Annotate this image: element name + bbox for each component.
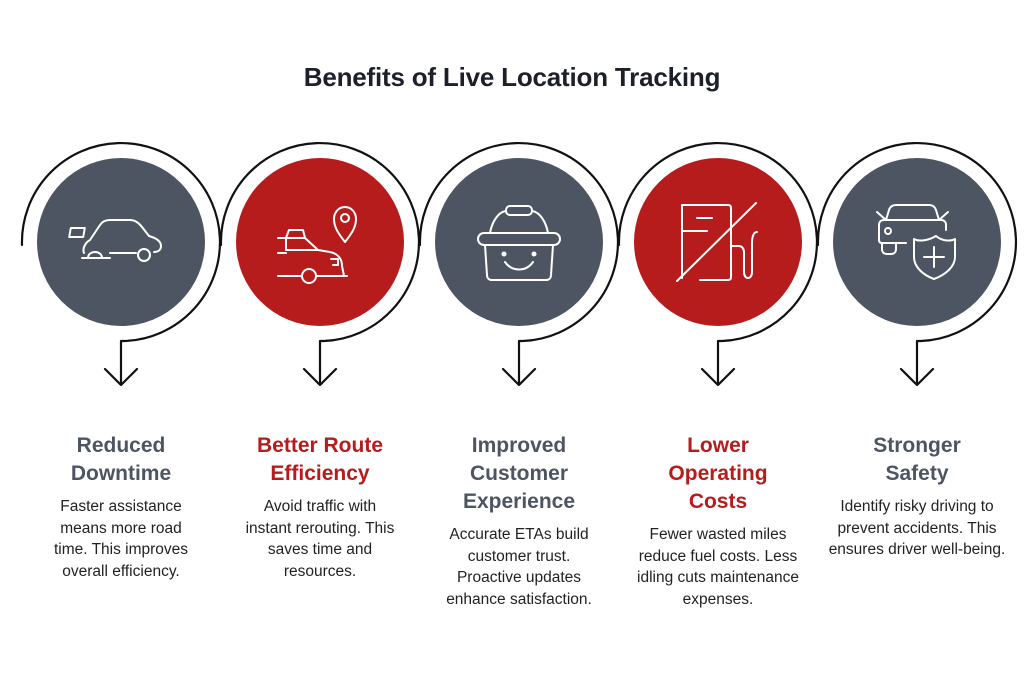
arrow-head-2 — [302, 367, 338, 387]
heading-line: Improved — [471, 434, 567, 457]
benefit-description: Fewer wasted miles reduce fuel costs. Le… — [637, 526, 799, 608]
car-breakdown-icon — [68, 219, 162, 262]
arrow-head-5 — [899, 367, 935, 387]
smiling-basket-icon — [477, 205, 561, 281]
circle-5 — [833, 158, 1001, 326]
page-title: Benefits of Live Location Tracking — [303, 62, 721, 92]
circle-3 — [435, 158, 603, 326]
benefit-better-route-efficiency: Better Route Efficiency Avoid traffic wi… — [225, 432, 415, 582]
benefit-stronger-safety: Stronger Safety Identify risky driving t… — [822, 432, 1012, 561]
benefit-description: Identify risky driving to prevent accide… — [828, 498, 1006, 558]
benefit-improved-customer-experience: Improved Customer Experience Accurate ET… — [424, 432, 614, 610]
heading-line: Downtime — [70, 462, 172, 485]
benefit-lower-operating-costs: Lower Operating Costs Fewer wasted miles… — [623, 432, 813, 610]
heading-line: Customer — [469, 462, 569, 485]
heading-line: Operating — [668, 462, 768, 485]
circle-4 — [634, 158, 802, 326]
taxi-location-pin-icon — [277, 206, 357, 284]
arc-3 — [418, 142, 619, 386]
benefit-heading: Better Route Efficiency — [225, 432, 415, 488]
arrow-head-3 — [501, 367, 537, 387]
heading-line: Lower — [687, 434, 749, 457]
benefit-heading: Improved Customer Experience — [424, 432, 614, 516]
arc-4 — [617, 142, 818, 386]
benefit-reduced-downtime: Reduced Downtime Faster assistance means… — [26, 432, 216, 582]
heading-line: Reduced — [76, 434, 166, 457]
connector-arcs — [20, 142, 1017, 387]
heading-line: Experience — [462, 490, 576, 513]
heading-line: Safety — [885, 462, 949, 485]
arc-1 — [20, 142, 221, 386]
heading-line: Efficiency — [270, 462, 370, 485]
benefit-description: Avoid traffic with instant rerouting. Th… — [245, 498, 395, 580]
heading-line: Stronger — [873, 434, 961, 457]
heading-line: Costs — [688, 490, 748, 513]
heading-line: Better Route — [256, 434, 383, 457]
benefit-heading: Lower Operating Costs — [623, 432, 813, 516]
benefit-heading: Stronger Safety — [822, 432, 1012, 488]
benefit-description: Accurate ETAs build customer trust. Proa… — [446, 526, 592, 608]
no-fuel-pump-icon — [676, 202, 758, 282]
circle-2 — [236, 158, 404, 326]
arrow-head-4 — [700, 367, 736, 387]
car-shield-icon — [876, 204, 956, 280]
benefit-heading: Reduced Downtime — [26, 432, 216, 488]
circle-1 — [37, 158, 205, 326]
arc-2 — [219, 142, 420, 386]
arrow-head-1 — [103, 367, 139, 387]
arc-5 — [816, 142, 1017, 386]
benefit-description: Faster assistance means more road time. … — [53, 498, 189, 580]
